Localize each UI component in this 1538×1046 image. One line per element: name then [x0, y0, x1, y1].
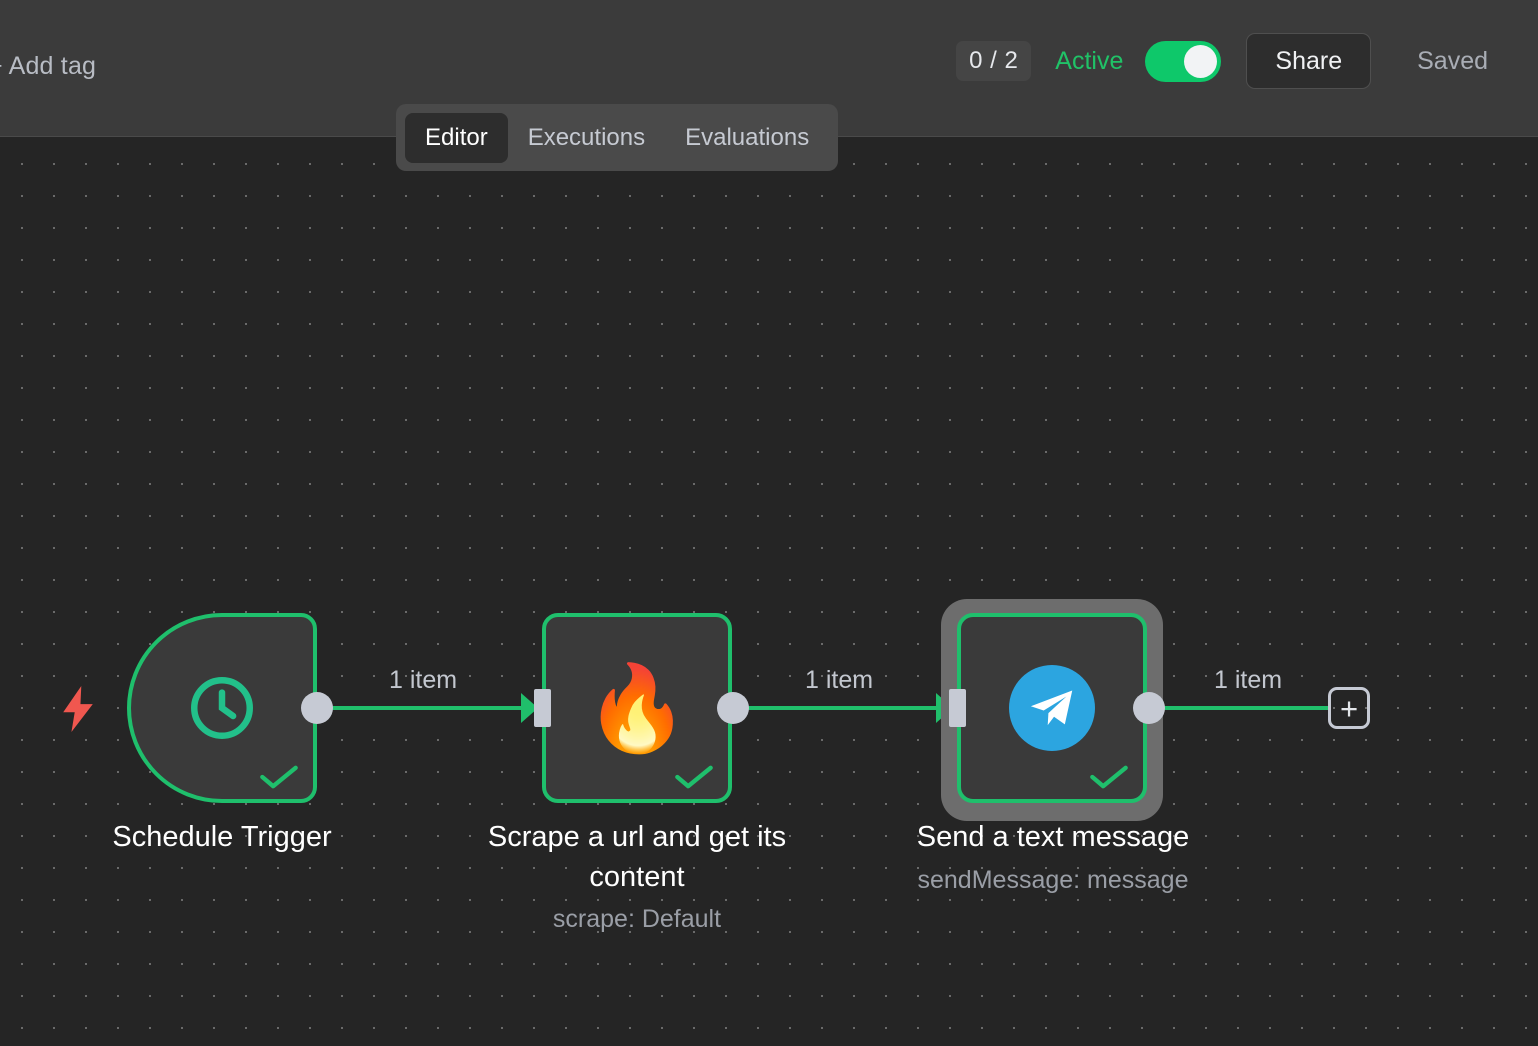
tab-executions[interactable]: Executions	[508, 113, 665, 163]
tag-area: + Add tag	[0, 52, 96, 81]
header-actions: 0 / 2 Active Share Saved	[956, 0, 1538, 137]
connection-line-2[interactable]	[733, 706, 955, 710]
add-node-button[interactable]: +	[1328, 687, 1370, 729]
node-subtitle-send-text-message: sendMessage: message	[917, 866, 1189, 894]
connection-label-1: 1 item	[389, 666, 458, 694]
connection-line-1[interactable]	[318, 706, 540, 710]
trigger-bolt-icon	[58, 686, 98, 732]
active-toggle[interactable]	[1145, 41, 1222, 82]
node-scrape-url[interactable]: 🔥	[542, 613, 732, 803]
input-port-send-text-message[interactable]	[949, 689, 966, 727]
active-status-label: Active	[1055, 46, 1124, 75]
node-label-schedule-trigger: Schedule Trigger	[112, 821, 332, 853]
node-send-text-message[interactable]	[957, 613, 1147, 803]
toggle-knob	[1184, 45, 1218, 78]
workflow-canvas[interactable]: 1 item 1 item 1 item Schedule Trigger 🔥	[0, 137, 1538, 1046]
node-label-scrape-url: Scrape a url and get its content	[487, 821, 787, 893]
node-subtitle-scrape-url: scrape: Default	[552, 905, 722, 933]
connection-arrow-1	[521, 693, 538, 723]
output-port-send-text-message[interactable]	[1133, 692, 1165, 724]
share-button[interactable]: Share	[1246, 33, 1372, 89]
node-success-check-icon	[260, 765, 298, 789]
input-port-scrape-url[interactable]	[534, 689, 551, 727]
connection-line-3[interactable]	[1149, 706, 1331, 710]
flame-icon: 🔥	[584, 661, 690, 755]
node-label-send-text-message: Send a text message	[916, 821, 1190, 853]
node-schedule-trigger[interactable]	[127, 613, 317, 803]
add-tag-button[interactable]: + Add tag	[0, 52, 96, 81]
output-port-scrape-url[interactable]	[717, 692, 749, 724]
tab-evaluations[interactable]: Evaluations	[665, 113, 829, 163]
node-success-check-icon	[1090, 765, 1128, 789]
saved-status-label: Saved	[1417, 46, 1488, 75]
telegram-icon	[1009, 665, 1095, 751]
clock-icon	[191, 677, 253, 739]
connection-label-3: 1 item	[1214, 666, 1283, 694]
execution-count-badge: 0 / 2	[956, 41, 1032, 81]
tab-editor[interactable]: Editor	[405, 112, 508, 163]
node-success-check-icon	[675, 765, 713, 789]
view-tabs: Editor Executions Evaluations	[396, 104, 839, 171]
connection-label-2: 1 item	[805, 666, 874, 694]
output-port-schedule-trigger[interactable]	[301, 692, 333, 724]
